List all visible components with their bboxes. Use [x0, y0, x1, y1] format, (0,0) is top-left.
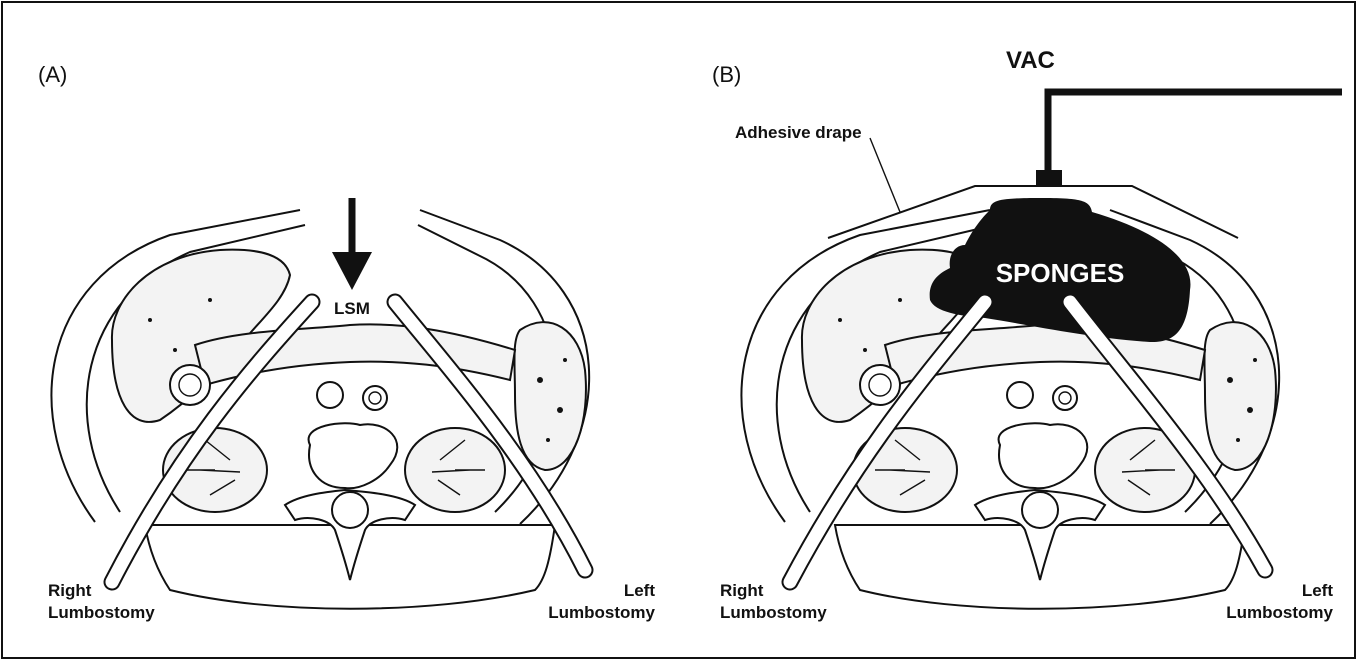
- lsm-arrow: [332, 198, 372, 290]
- panel-b-right-lumbostomy-line1: Right: [720, 581, 764, 600]
- vac-tube: [1036, 92, 1342, 186]
- adhesive-drape-label: Adhesive drape: [735, 123, 862, 142]
- vac-label: VAC: [1006, 47, 1055, 74]
- panel-a: (A) LSM Right Lumbostomy Left Lumbostomy: [38, 62, 656, 622]
- panel-a-right-lumbostomy-line1: Right: [48, 581, 92, 600]
- panel-a-label: (A): [38, 62, 67, 87]
- panel-b-right-lumbostomy-line2: Lumbostomy: [720, 603, 827, 622]
- panel-a-left-lumbostomy-line1: Left: [624, 581, 656, 600]
- panel-b-label: (B): [712, 62, 741, 87]
- panel-b: (B) VAC Adhesive drape SPONGES Right Lum…: [712, 47, 1342, 622]
- panel-a-left-lumbostomy-line2: Lumbostomy: [548, 603, 655, 622]
- panel-a-right-lumbostomy-line2: Lumbostomy: [48, 603, 155, 622]
- sponges-label: SPONGES: [996, 258, 1125, 288]
- panel-b-left-lumbostomy-line2: Lumbostomy: [1226, 603, 1333, 622]
- lsm-label: LSM: [334, 299, 370, 318]
- panel-b-left-lumbostomy-line1: Left: [1302, 581, 1334, 600]
